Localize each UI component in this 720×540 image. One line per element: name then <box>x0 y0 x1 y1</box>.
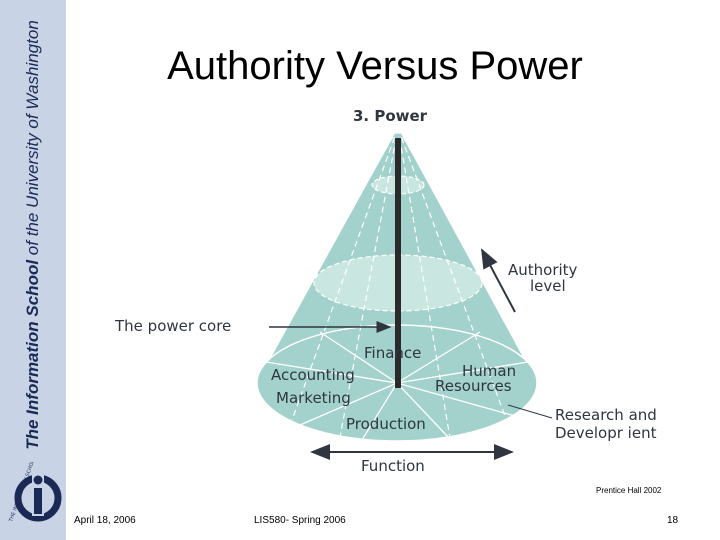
power-core-label: The power core <box>114 317 231 335</box>
function-label: Function <box>361 457 425 475</box>
research-leader-line <box>507 404 553 419</box>
slide-number: 18 <box>667 515 679 526</box>
cone-slice-lines <box>269 127 526 439</box>
information-school-logo: THE INFORMATION SCHOOL <box>8 462 62 524</box>
authority-label-line2: level <box>530 277 566 295</box>
footer-course: LIS580- Spring 2006 <box>254 515 346 526</box>
research-label-line1: Research and <box>555 406 657 424</box>
sidebar-banner: The Information School of the University… <box>0 0 66 540</box>
marketing-label: Marketing <box>276 389 351 407</box>
human-resources-label-line1: Human <box>462 362 516 380</box>
footer-date: April 18, 2006 <box>74 515 136 526</box>
finance-label: Finance <box>364 344 421 362</box>
human-resources-label-line2: Resources <box>435 377 512 395</box>
power-cone-diagram: 3. Power Authority level The power core … <box>114 107 657 475</box>
authority-arrow <box>481 248 516 313</box>
accounting-label: Accounting <box>271 366 355 384</box>
image-credit: Prentice Hall 2002 <box>596 486 662 495</box>
sidebar-text-school: The Information School <box>23 259 42 450</box>
slide-title: Authority Versus Power <box>167 44 583 88</box>
authority-label-line1: Authority <box>508 261 578 279</box>
sidebar-text-of-the: of the <box>23 207 42 260</box>
base-division-lines <box>265 331 529 441</box>
research-label-line2: Developr ient <box>555 424 657 442</box>
diagram-heading: 3. Power <box>353 107 428 125</box>
production-label: Production <box>346 415 426 433</box>
